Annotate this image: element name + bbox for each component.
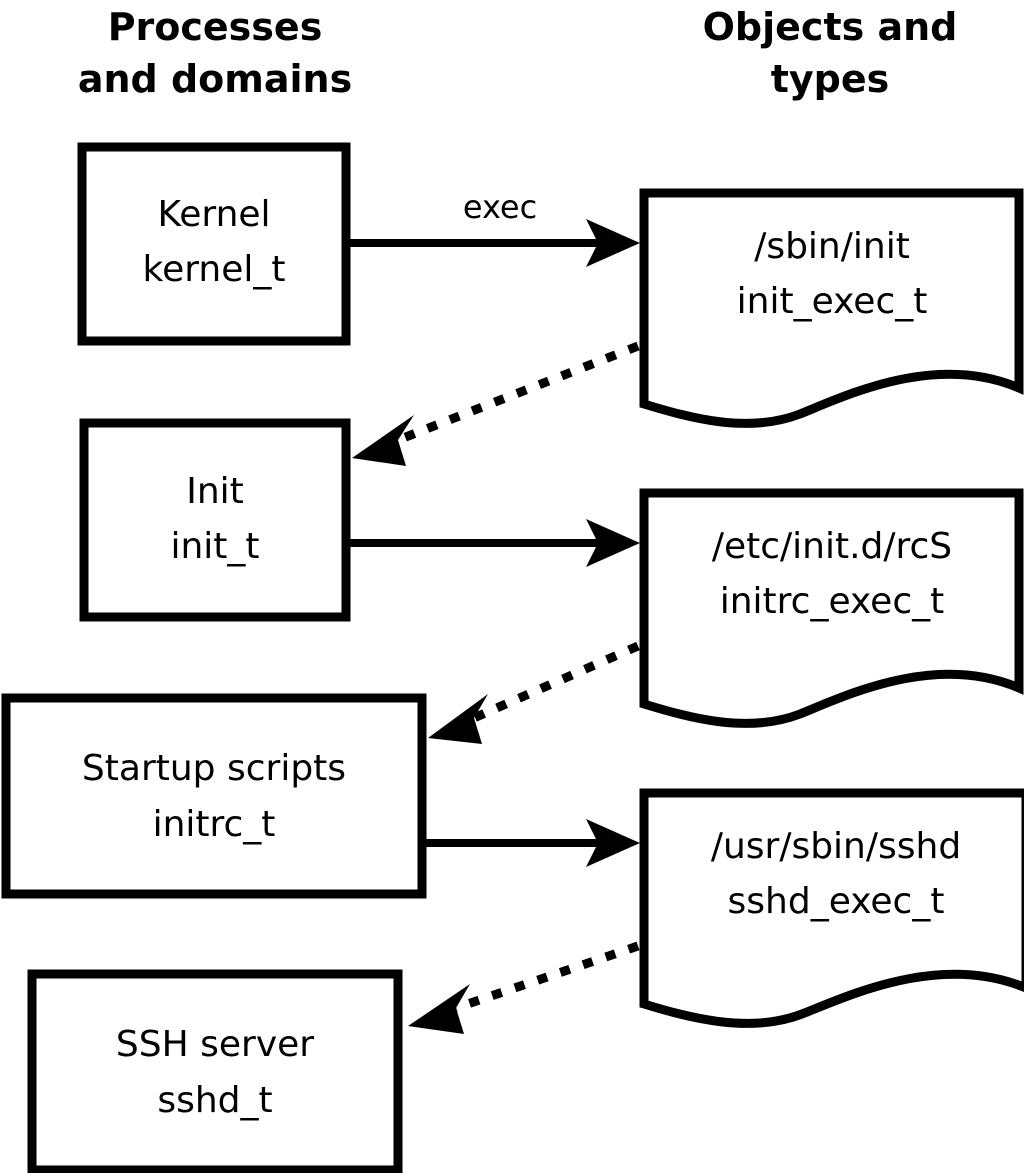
column-header-right: Objects and types	[703, 5, 958, 101]
object-type-sshd-exec: sshd_exec_t	[728, 881, 945, 922]
process-name-sshd: SSH server	[116, 1024, 314, 1065]
arrow-head-sshd-transition	[408, 984, 470, 1034]
edge-sshd-exec-transition-sshd	[408, 941, 640, 1034]
arrow-head-init-exec	[586, 519, 640, 567]
object-type-initrc-exec: initrc_exec_t	[720, 581, 945, 622]
process-box-sshd[interactable]	[27, 969, 403, 1173]
column-header-left-line2: and domains	[78, 57, 352, 101]
process-name-initrc: Startup scripts	[82, 748, 346, 789]
arrow-head-initrc-transition	[428, 694, 488, 744]
object-document-init-exec[interactable]	[639, 188, 1024, 428]
edge-initrc-exec-sshd-exec	[426, 819, 640, 867]
object-type-init-exec: init_exec_t	[737, 281, 928, 322]
object-node-init-exec[interactable]: /sbin/init init_exec_t	[639, 188, 1024, 428]
edge-kernel-exec-init-exec: exec	[350, 188, 640, 267]
edge-line-initrc-transition	[472, 641, 640, 723]
edge-label-exec: exec	[463, 188, 537, 226]
arrow-head-kernel-exec	[586, 219, 640, 267]
process-name-kernel: Kernel	[157, 194, 270, 235]
column-header-right-line1: Objects and	[703, 5, 958, 49]
process-box-init[interactable]	[79, 418, 351, 622]
object-node-initrc-exec[interactable]: /etc/init.d/rcS initrc_exec_t	[639, 488, 1024, 728]
edge-line-sshd-transition	[454, 941, 640, 1013]
process-node-init[interactable]: Init init_t	[79, 418, 351, 622]
arrow-head-initrc-exec	[586, 819, 640, 867]
edge-init-exec-initrc-exec	[348, 519, 640, 567]
arrow-head-init-transition	[352, 415, 414, 466]
object-path-init-exec: /sbin/init	[754, 226, 910, 267]
object-document-initrc-exec[interactable]	[639, 488, 1024, 728]
process-type-kernel: kernel_t	[143, 249, 286, 290]
process-node-kernel[interactable]: Kernel kernel_t	[77, 142, 351, 346]
process-node-sshd[interactable]: SSH server sshd_t	[27, 969, 403, 1173]
process-box-kernel[interactable]	[77, 142, 351, 346]
object-path-initrc-exec: /etc/init.d/rcS	[712, 526, 952, 567]
object-document-sshd-exec[interactable]	[639, 788, 1024, 1028]
edge-initrc-exec-transition-initrc	[428, 641, 640, 744]
column-header-right-line2: types	[771, 57, 890, 101]
column-header-left-line1: Processes	[108, 5, 323, 49]
process-node-initrc[interactable]: Startup scripts initrc_t	[1, 693, 427, 899]
object-path-sshd-exec: /usr/sbin/sshd	[711, 826, 961, 867]
process-type-init: init_t	[170, 526, 259, 567]
process-type-initrc: initrc_t	[153, 804, 276, 845]
process-type-sshd: sshd_t	[157, 1080, 272, 1121]
edge-line-init-transition	[396, 341, 640, 445]
edge-init-exec-transition-init	[352, 341, 640, 466]
process-name-init: Init	[186, 471, 244, 512]
object-node-sshd-exec[interactable]: /usr/sbin/sshd sshd_exec_t	[639, 788, 1024, 1028]
process-box-initrc[interactable]	[1, 693, 427, 899]
column-header-left: Processes and domains	[78, 5, 352, 101]
